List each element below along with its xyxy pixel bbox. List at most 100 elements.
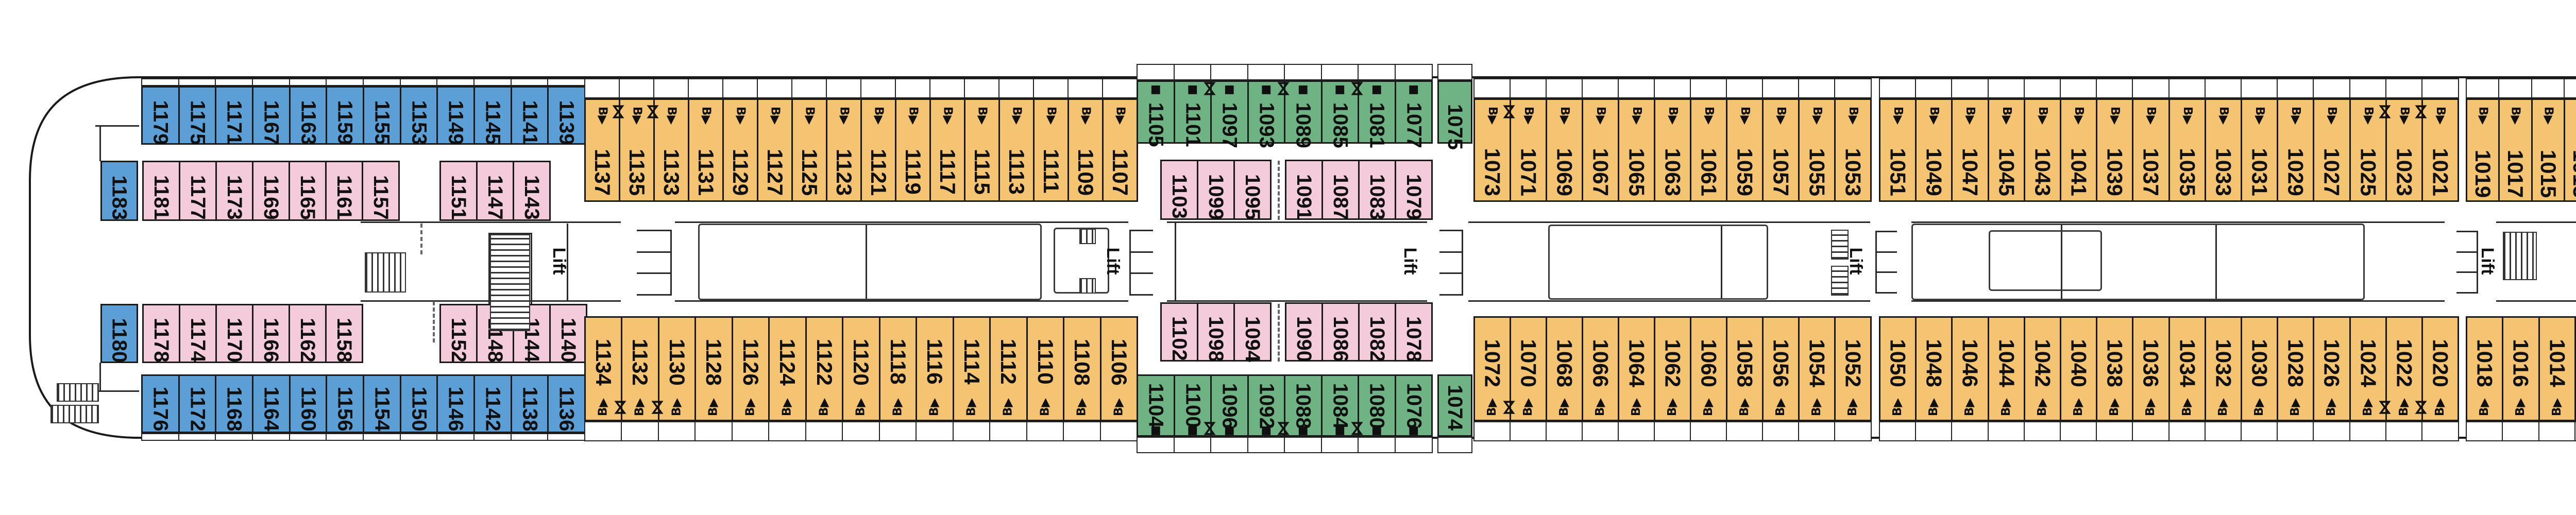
cabin-1171[interactable]: 1171 <box>215 86 253 145</box>
cabin-1153[interactable]: 1153 <box>399 86 438 145</box>
cabin-1158[interactable]: 1158 <box>325 304 363 363</box>
cabin-1157[interactable]: 1157 <box>362 161 400 221</box>
cabin-1174[interactable]: 1174 <box>179 304 217 363</box>
cabin-1164[interactable]: 1164 <box>252 374 291 433</box>
cabin-1166[interactable]: 1166 <box>252 304 290 363</box>
cabin-1181[interactable]: 1181 <box>142 161 180 221</box>
cabin-1091[interactable]: 1091 <box>1285 160 1323 220</box>
cabin-1089[interactable]: 1089■ <box>1284 80 1323 148</box>
cabin-1082[interactable]: 1082 <box>1358 302 1396 362</box>
cabin-1105[interactable]: 1105■ <box>1137 80 1175 147</box>
cabin-1156[interactable]: 1156 <box>326 374 364 433</box>
cabin-1150[interactable]: 1150 <box>399 374 438 433</box>
cabin-1179[interactable]: 1179 <box>141 86 180 145</box>
cabin-1155[interactable]: 1155 <box>363 86 401 145</box>
cabin-1083[interactable]: 1083 <box>1358 160 1396 220</box>
cabin-1151[interactable]: 1151 <box>439 161 478 221</box>
cabin-1103[interactable]: 1103 <box>1160 160 1198 220</box>
cabin-1152[interactable]: 1152 <box>439 304 478 363</box>
cabin-1076[interactable]: 1076■ <box>1394 374 1433 437</box>
cabin-1178[interactable]: 1178 <box>142 304 180 363</box>
cabin-1149[interactable]: 1149 <box>436 86 476 145</box>
cabin-1167[interactable]: 1167 <box>252 86 291 145</box>
cabin-1084[interactable]: 1084■ <box>1320 374 1359 437</box>
cabin-1177[interactable]: 1177 <box>179 161 217 221</box>
cabin-1078[interactable]: 1078 <box>1395 302 1433 362</box>
cabin-1172[interactable]: 1172 <box>178 374 217 433</box>
cabin-1077[interactable]: 1077■ <box>1394 80 1433 148</box>
cabin-1088[interactable]: 1088■ <box>1284 374 1323 437</box>
cabin-1086[interactable]: 1086 <box>1321 302 1360 362</box>
cabin-1161[interactable]: 1161 <box>325 161 363 221</box>
cabin-1143[interactable]: 1143 <box>513 161 551 221</box>
cabin-1141[interactable]: 1141 <box>510 86 549 145</box>
cabin-1142[interactable]: 1142 <box>473 374 512 433</box>
cabin-1074[interactable]: 1074 <box>1437 374 1472 437</box>
cabin-1012[interactable]: 1012B▶ <box>2574 316 2576 421</box>
cabin-1163[interactable]: 1163 <box>289 86 328 145</box>
cabin-1079[interactable]: 1079 <box>1395 160 1433 220</box>
cabin-1099[interactable]: 1099 <box>1197 160 1235 220</box>
cabin-1094[interactable]: 1094 <box>1233 302 1272 362</box>
cabin-1168[interactable]: 1168 <box>215 374 253 433</box>
cabin-1139[interactable]: 1139 <box>547 86 586 145</box>
cabin-1146[interactable]: 1146 <box>436 374 476 433</box>
cabin-1093[interactable]: 1093■ <box>1247 80 1285 148</box>
cabin-1176[interactable]: 1176 <box>141 374 180 433</box>
cabin-1160[interactable]: 1160 <box>289 374 328 433</box>
